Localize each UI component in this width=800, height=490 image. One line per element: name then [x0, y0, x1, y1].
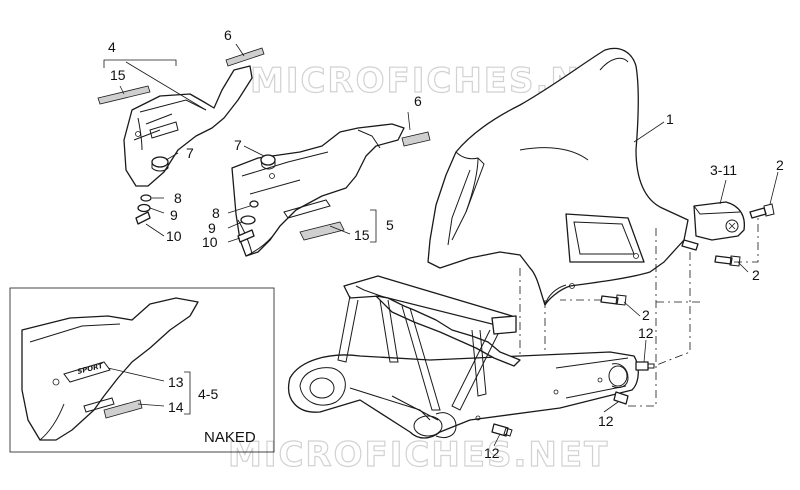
naked-caption: NAKED [204, 429, 256, 446]
bolt-part-12-lower [491, 423, 513, 437]
watermark-bottom: MICROFICHES.NET [228, 435, 609, 475]
side-panel-part-4 [97, 47, 265, 187]
bolt-part-2-lower [600, 294, 627, 306]
bolt-stack-left [135, 194, 152, 225]
swingarm-frame [288, 275, 639, 439]
callout-12-middle: 12 [598, 413, 614, 429]
rear-cover-part-1 [427, 47, 689, 306]
callout-15-mid: 15 [354, 227, 370, 243]
callout-10-mid: 10 [202, 234, 218, 250]
callout-7-left: 7 [186, 145, 194, 161]
callout-12-upper: 12 [638, 325, 654, 341]
callout-8-left: 8 [174, 190, 182, 206]
side-panel-part-4-5-naked [21, 297, 199, 441]
callout-2-right: 2 [776, 157, 784, 173]
assembly-lines [519, 214, 759, 407]
callout-13: 13 [168, 374, 184, 390]
bolt-part-12-middle [613, 391, 629, 405]
callout-9-left: 9 [170, 207, 178, 223]
leader-lines [103, 43, 779, 447]
callout-9-mid: 9 [208, 220, 216, 236]
callout-1: 1 [666, 111, 674, 127]
grommet-part-7-left [151, 156, 169, 172]
callout-2-middle: 2 [752, 267, 760, 283]
callout-15-top: 15 [110, 67, 126, 83]
callout-5: 5 [386, 217, 394, 233]
bolt-part-2-small [681, 239, 699, 251]
callout-6-mid: 6 [414, 93, 422, 109]
side-panel-part-5 [231, 123, 431, 257]
callout-14: 14 [168, 399, 184, 415]
callout-12-lower: 12 [484, 445, 500, 461]
naked-variant-inset [9, 287, 275, 453]
callout-4-5: 4-5 [198, 386, 218, 402]
callout-7-mid: 7 [234, 137, 242, 153]
grommet-part-7-right [260, 154, 276, 170]
bolt-part-2-middle [714, 255, 741, 267]
callout-2-lower: 2 [642, 307, 650, 323]
bolt-part-12-upper [635, 361, 655, 371]
callout-8-mid: 8 [212, 205, 220, 221]
callout-4: 4 [108, 39, 116, 55]
callout-10-left: 10 [166, 228, 182, 244]
callout-3-11: 3-11 [710, 162, 737, 178]
bolt-part-2-right [749, 203, 775, 219]
callout-6-top: 6 [224, 27, 232, 43]
callout-labels: 4 15 6 7 8 9 10 6 7 8 9 10 15 5 1 2 3-11… [108, 27, 784, 461]
bolt-stack-right [237, 200, 259, 243]
bracket-part-3-11 [693, 201, 746, 241]
